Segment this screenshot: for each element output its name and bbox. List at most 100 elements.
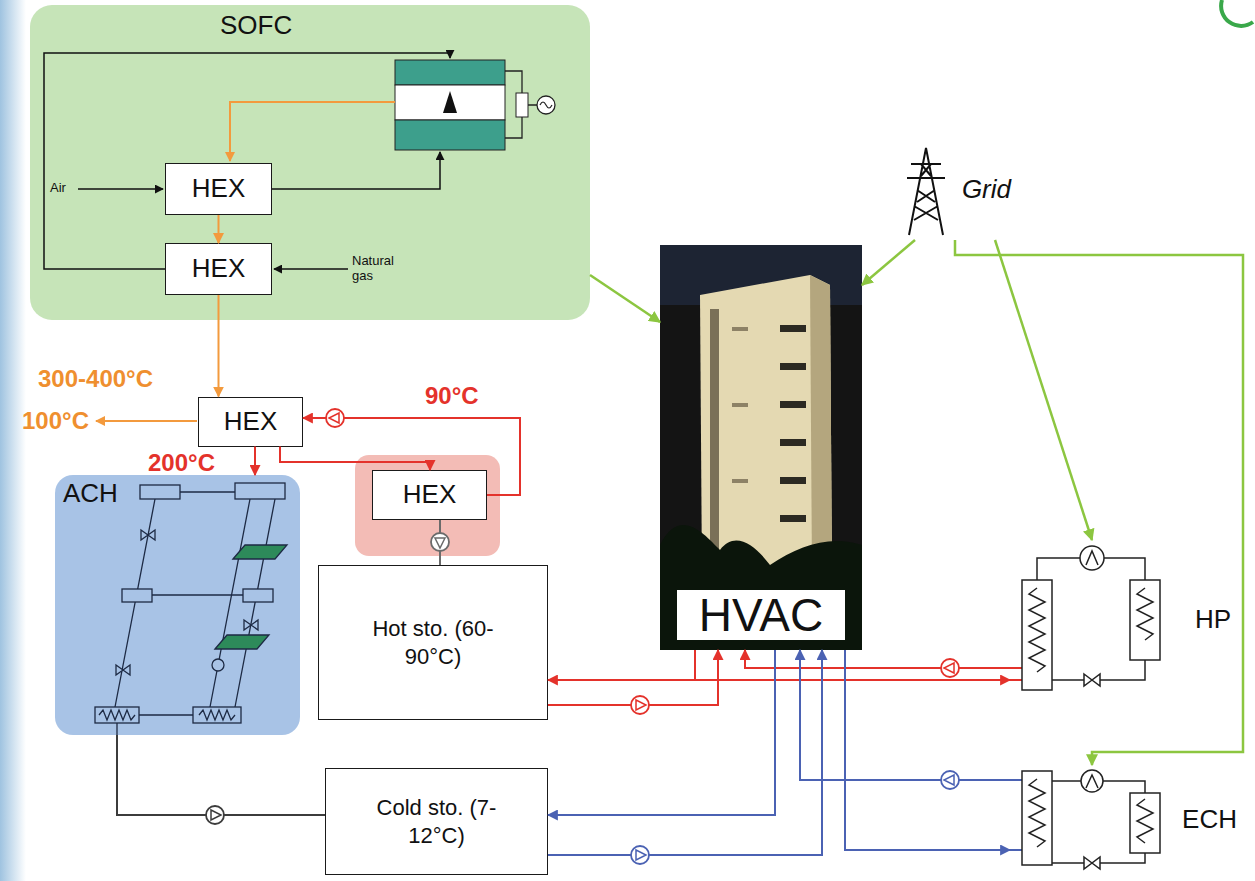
pumps (431, 533, 449, 551)
pylon-icon (907, 148, 945, 235)
building-photo (732, 403, 748, 407)
absorption-chiller-schematic (243, 589, 273, 602)
building-photo (780, 401, 806, 408)
pumps (944, 775, 954, 785)
edge-label-anchor: 300-400°C (38, 365, 153, 393)
temperature-label: 200°C (148, 449, 215, 476)
building-photo (660, 245, 862, 650)
building-photo (780, 439, 806, 446)
pumps (941, 771, 959, 789)
logo-arc (1221, 0, 1253, 26)
box-label: Hot sto. (60-90°C) (363, 615, 503, 670)
building-photo (780, 477, 806, 484)
absorption-chiller-schematic (122, 589, 152, 602)
absorption-chiller-schematic (212, 659, 224, 671)
power-line (862, 240, 915, 285)
electric-chiller-schematic (1137, 799, 1153, 843)
heat-pump-schematic (1084, 674, 1100, 686)
electric-chiller-schematic (1081, 770, 1103, 792)
heat-pump-schematic (1086, 551, 1098, 565)
pumps (326, 409, 344, 427)
pumps (329, 413, 339, 423)
heat-pump-schematic (1130, 580, 1160, 660)
heat-pump-schematic (1137, 588, 1153, 640)
sofc-internals (540, 102, 552, 108)
absorption-chiller-schematic (180, 491, 235, 492)
temperature-label: 300-400°C (38, 365, 153, 392)
exhaust-arrow (96, 420, 197, 422)
hot-water-pipe (695, 650, 1010, 680)
label-anchor: Natural gas (352, 254, 414, 284)
building-photo (780, 515, 806, 522)
cold-water-pipe (548, 650, 775, 815)
electric-chiller-schematic (1084, 857, 1100, 869)
sofc-internals (395, 120, 505, 150)
pumps (206, 806, 224, 824)
storage-tank: Hot sto. (60-90°C) (318, 565, 548, 720)
pumps (631, 846, 649, 864)
box-label: HEX (224, 407, 277, 437)
pumps (435, 538, 445, 548)
building-photo (780, 363, 806, 370)
hot-gas-pipe (218, 215, 220, 243)
temperature-label: 100°C (22, 407, 89, 435)
hot-water-pipe (548, 650, 695, 680)
hot-water-pipe (548, 650, 718, 705)
stream-label: Air (50, 181, 66, 196)
hot-water-pipe (254, 447, 256, 476)
building-photo (780, 325, 806, 332)
building-photo (700, 275, 832, 581)
pumps (211, 810, 221, 820)
edge-label-anchor: 90°C (425, 382, 479, 410)
building-photo (710, 309, 719, 571)
box-label: Cold sto. (7-12°C) (367, 794, 507, 849)
node-label: Grid (962, 175, 1011, 205)
hot-gas-pipe (218, 295, 220, 397)
water-pipe (117, 735, 325, 815)
node-label: ECH (1182, 805, 1237, 835)
pumps (944, 663, 954, 673)
pumps (941, 771, 959, 789)
pumps (941, 659, 959, 677)
pumps (431, 533, 449, 551)
heat-pump-schematic (1022, 580, 1052, 690)
grid-node: Grid (895, 140, 1015, 240)
heat-exchanger-box: HEX (198, 397, 303, 447)
label-anchor: Air (50, 181, 66, 196)
hvac-label: HVAC (677, 590, 845, 640)
sofc-internals (274, 268, 348, 270)
electric-chiller-schematic (1022, 771, 1052, 865)
electric-chiller-schematic (1010, 770, 1160, 869)
building-photo (660, 245, 862, 650)
power-line (955, 240, 1243, 765)
pumps (631, 846, 649, 864)
building-photo (660, 525, 862, 650)
electric-chiller-schematic (1086, 775, 1098, 788)
pumps (636, 700, 646, 710)
heat-pump-schematic (1029, 588, 1045, 672)
building-photo (732, 327, 748, 331)
region-heading: ACH (63, 479, 118, 509)
region-heading: SOFC (220, 11, 292, 41)
pumps (636, 850, 646, 860)
label-anchor: 100°C (22, 407, 89, 435)
electric-chiller-schematic (1010, 780, 1022, 850)
electric-chiller-schematic (1130, 793, 1160, 853)
sofc-internals (395, 60, 505, 85)
stream-label: Natural gas (352, 254, 414, 284)
pumps (206, 409, 959, 864)
absorption-chiller-schematic (152, 594, 243, 595)
cold-water-pipe (548, 650, 822, 855)
heat-pump-schematic (1010, 668, 1022, 680)
box-label: HEX (192, 254, 245, 284)
building-photo (732, 479, 748, 483)
heat-exchanger-zone (355, 455, 500, 556)
sofc-internals (443, 91, 457, 113)
slide-edge (0, 0, 26, 881)
heat-pump-schematic (1010, 546, 1160, 690)
heat-exchanger-box: HEX (165, 163, 272, 215)
power-line (995, 240, 1092, 540)
